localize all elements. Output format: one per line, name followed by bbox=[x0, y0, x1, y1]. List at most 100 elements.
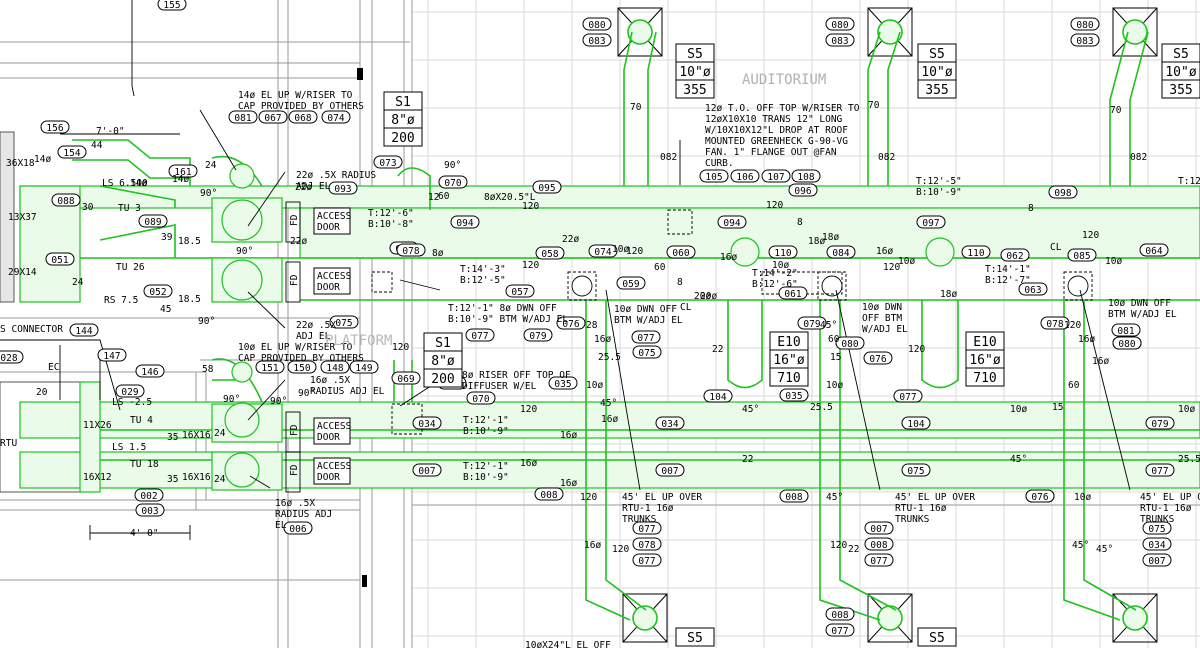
tag-pill: 104 bbox=[901, 416, 931, 430]
annotation-line: RTU bbox=[0, 438, 17, 449]
annotation-note: TU 3 bbox=[118, 203, 141, 214]
size-callout: 35 bbox=[167, 432, 178, 443]
tag-pill-label: 075 bbox=[335, 318, 352, 329]
annotation-line: TU 4 bbox=[130, 415, 153, 426]
tag-pill: 008 bbox=[864, 537, 894, 551]
tag-pill-label: 075 bbox=[1148, 524, 1165, 535]
tag-pill: 107 bbox=[761, 169, 791, 183]
access-door-label: ACCESS bbox=[317, 271, 352, 282]
annotation-line: BTM W/ADJ EL bbox=[1108, 309, 1177, 320]
tag-pill-label: 035 bbox=[554, 379, 571, 390]
tag-pill: 093 bbox=[328, 181, 358, 195]
tag-pill: 080 bbox=[1112, 336, 1142, 350]
annotation-line: 22ø .5X bbox=[296, 320, 336, 331]
size-callout: 60 bbox=[654, 262, 666, 273]
size-callout: 15 bbox=[830, 352, 841, 363]
tag-pill: 007 bbox=[655, 463, 685, 477]
size-callout: 22 bbox=[848, 544, 859, 555]
annotation-line: RS 7.5 bbox=[104, 295, 138, 306]
annotation-line: TRUNKS bbox=[1140, 514, 1175, 525]
tag-pill-label: 070 bbox=[472, 394, 489, 405]
tag-pill: 008 bbox=[534, 487, 564, 501]
size-callout: 16ø bbox=[584, 540, 601, 551]
tag-pill-label: 077 bbox=[1151, 466, 1168, 477]
size-callout: 082 bbox=[1130, 152, 1147, 163]
size-callout: 18.5 bbox=[178, 236, 201, 247]
tag-pill-label: 083 bbox=[831, 36, 848, 47]
tag-pill: 080 bbox=[835, 336, 865, 350]
roof-diffuser bbox=[867, 7, 913, 57]
annotation-note: RS 7.5 bbox=[104, 295, 138, 306]
annotation-note: T:12'- bbox=[1178, 176, 1200, 187]
annotation-note: T:12'-1"B:10'-9" bbox=[463, 461, 509, 483]
diffuser-tag-text: S5 bbox=[687, 47, 703, 62]
tag-pill: 075 bbox=[329, 315, 359, 329]
annotation-line: 14ø EL UP W/RISER TO bbox=[238, 90, 353, 101]
annotation-note: T:14'-3"B:12'-5" bbox=[460, 264, 506, 286]
tag-pill: 083 bbox=[1070, 33, 1100, 47]
annotation-line: CL bbox=[680, 302, 692, 313]
tag-pill-label: 096 bbox=[794, 186, 811, 197]
size-callout: 120 bbox=[520, 404, 537, 415]
tag-pill-label: 149 bbox=[355, 363, 372, 374]
tag-pill-label: 007 bbox=[870, 524, 887, 535]
tag-pill-label: 007 bbox=[1148, 556, 1165, 567]
size-callout: 22ø bbox=[290, 236, 307, 247]
fd-label: FD bbox=[289, 464, 300, 476]
annotation-line: EC bbox=[48, 362, 59, 373]
annotation-line: 10ø DWN OFF bbox=[1108, 298, 1171, 309]
annotation-line: FAN. 1" FLANGE OUT @FAN bbox=[705, 147, 837, 158]
size-callout: 10ø bbox=[898, 256, 915, 267]
size-callout: 30 bbox=[82, 202, 94, 213]
tag-pill: 079 bbox=[523, 328, 553, 342]
annotation-line: W/10X10X12"L DROP AT ROOF bbox=[705, 125, 848, 136]
diffuser-tag-text: E10 bbox=[777, 335, 800, 350]
tag-pill-label: 093 bbox=[334, 184, 351, 195]
annotation-note: CL bbox=[680, 302, 692, 313]
size-callout: 16ø bbox=[594, 334, 611, 345]
fd-label: FD bbox=[289, 214, 300, 226]
roof-diffuser bbox=[617, 7, 663, 57]
size-callout: 24 bbox=[205, 160, 217, 171]
size-callout: 90° bbox=[200, 188, 217, 199]
tag-pill: 007 bbox=[864, 521, 894, 535]
annotation-line: RADIUS ADJ bbox=[275, 509, 332, 520]
size-callout: 45° bbox=[1010, 454, 1027, 465]
access-door-label: DOOR bbox=[317, 432, 340, 443]
tag-pill: 075 bbox=[901, 463, 931, 477]
size-callout: 22 bbox=[712, 344, 723, 355]
tag-pill-label: 028 bbox=[0, 353, 17, 364]
diffuser-tag-text: 8"ø bbox=[391, 113, 415, 128]
fd-label: FD bbox=[289, 424, 300, 436]
access-door-label: DOOR bbox=[317, 472, 340, 483]
tag-pill-label: 074 bbox=[327, 113, 344, 124]
size-callout: 45° bbox=[1096, 544, 1113, 555]
annotation-line: LS -2.5 bbox=[112, 397, 152, 408]
annotation-line: MOUNTED GREENHECK G-90-VG bbox=[705, 136, 848, 147]
diffuser-tag-text: 710 bbox=[777, 371, 800, 386]
size-callout: 22ø bbox=[295, 182, 312, 193]
tag-pill-label: 146 bbox=[141, 367, 158, 378]
size-callout: 120 bbox=[626, 246, 643, 257]
size-callout: 60 bbox=[1068, 380, 1080, 391]
tag-pill-label: 085 bbox=[1073, 251, 1090, 262]
tag-pill: 080 bbox=[582, 17, 612, 31]
tag-pill: 081 bbox=[228, 110, 258, 124]
size-callout: 16ø bbox=[1092, 356, 1109, 367]
size-callout: 12 bbox=[428, 192, 439, 203]
tag-pill-label: 008 bbox=[785, 492, 802, 503]
tag-pill-label: 080 bbox=[1118, 339, 1135, 350]
size-callout: 29X14 bbox=[8, 267, 37, 278]
annotation-line: T:12'-5" bbox=[916, 176, 962, 187]
tag-pill: 008 bbox=[779, 489, 809, 503]
tag-pill: 067 bbox=[258, 110, 288, 124]
tag-pill: 105 bbox=[699, 169, 729, 183]
size-callout: 39 bbox=[161, 232, 173, 243]
